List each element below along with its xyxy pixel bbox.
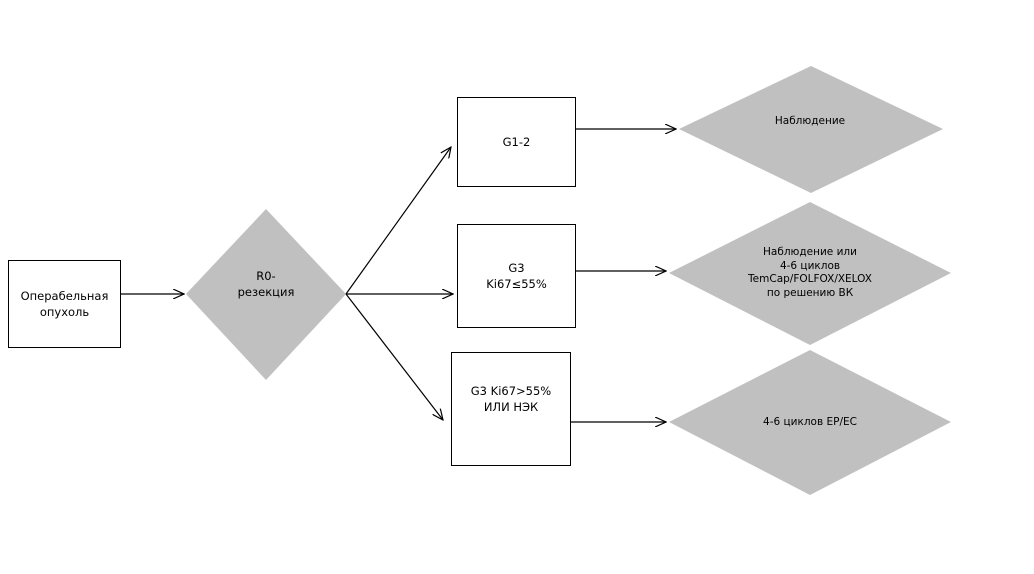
arrow-resection-to-g12 [345,147,451,295]
g3-low-ki67-box: G3 Ki67≤55% [457,224,576,328]
operable-tumor-box: Операбельная опухоль [8,260,121,348]
operable-tumor-label: Операбельная опухоль [20,289,109,319]
observation-label: Наблюдение [774,115,846,128]
g3-high-ki67-label: G3 Ki67>55% ИЛИ НЭК [470,384,552,414]
resection-diamond [186,209,346,380]
g3-high-ki67-box: G3 Ki67>55% ИЛИ НЭК [451,352,571,466]
observation-diamond [679,66,943,193]
resection-label: R0- резекция [237,269,295,299]
optional-therapy-label: Наблюдение или 4-6 циклов TemCap/FOLFOX/… [748,246,872,299]
arrow-resection-to-g3-high [345,293,443,420]
g12-label: G1-2 [502,135,531,149]
g12-box: G1-2 [457,97,576,187]
g3-low-ki67-label: G3 Ki67≤55% [486,261,547,291]
ep-ec-diamond [669,350,951,495]
ep-ec-label: 4-6 циклов EP/EC [763,416,857,429]
optional-therapy-diamond [669,202,951,345]
